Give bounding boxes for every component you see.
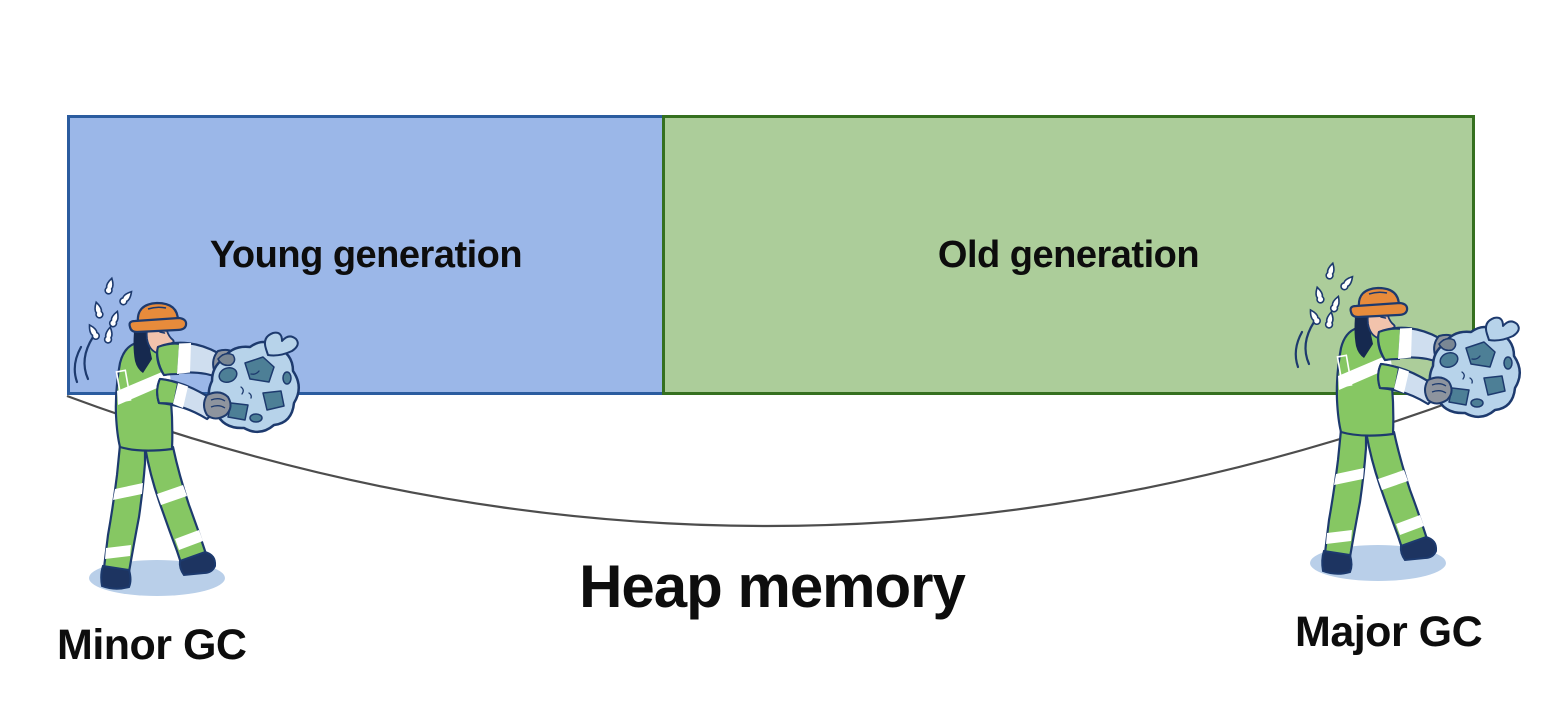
young-generation-box: Young generation [67, 115, 662, 395]
heap-span-curve [66, 394, 1463, 528]
old-generation-box: Old generation [662, 115, 1475, 395]
minor-gc-label: Minor GC [57, 621, 247, 669]
heap-memory-label: Heap memory [579, 553, 966, 620]
old-generation-label: Old generation [937, 233, 1200, 276]
major-gc-label: Major GC [1295, 608, 1483, 656]
young-generation-label: Young generation [209, 233, 523, 276]
